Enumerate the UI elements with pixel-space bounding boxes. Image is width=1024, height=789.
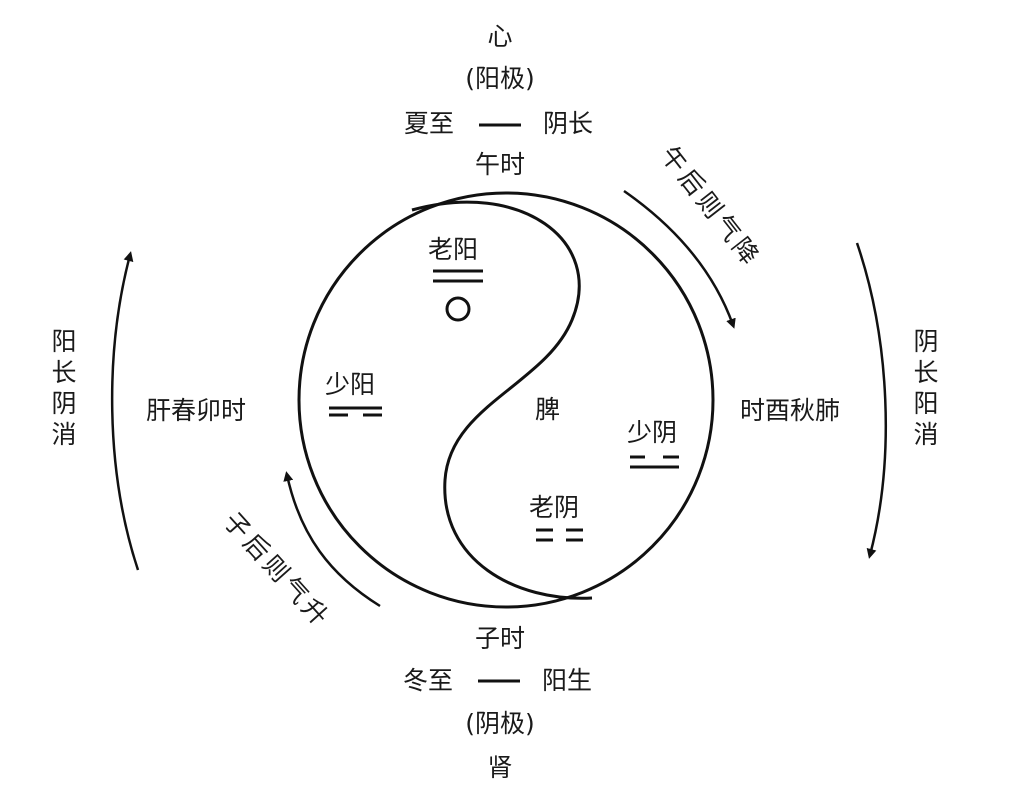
- yin-pole-label: (阴极): [465, 709, 535, 738]
- spleen-label: 脾: [535, 395, 561, 424]
- arrow-right-down: [855, 242, 887, 559]
- old-yang-label: 老阳: [428, 235, 479, 264]
- old-yang-trigram: [433, 269, 483, 283]
- young-yang-label: 少阳: [325, 370, 376, 399]
- kidney-label: 肾: [487, 753, 513, 782]
- s-curve-divider: [411, 200, 593, 600]
- yin-grows-label: 阴长: [543, 109, 594, 138]
- taiji-circle: [297, 191, 715, 609]
- heart-label: 心: [487, 22, 513, 51]
- young-yin-trigram: [630, 455, 679, 469]
- arrow-descend: [623, 189, 736, 329]
- right-cycle-label: 阴长阳消: [910, 328, 939, 452]
- arrow-left-up: [110, 251, 140, 571]
- old-yin-label: 老阴: [529, 493, 580, 522]
- lung-autumn-label: 时酉秋肺: [740, 396, 841, 425]
- yang-dot-icon: [445, 296, 471, 322]
- winter-solstice-label: 冬至: [403, 666, 454, 695]
- liver-spring-label: 肝春卯时: [146, 396, 247, 425]
- old-yin-trigram: [536, 528, 583, 542]
- yang-pole-label: (阳极): [465, 64, 535, 93]
- left-cycle-label: 阳长阴消: [48, 328, 77, 452]
- arrow-ascend: [283, 471, 381, 608]
- young-yin-label: 少阴: [627, 418, 678, 447]
- young-yang-trigram: [329, 406, 382, 417]
- yang-born-label: 阳生: [542, 666, 593, 695]
- zi-hour-label: 子时: [474, 624, 526, 653]
- wu-hour-label: 午时: [474, 150, 526, 179]
- summer-solstice-label: 夏至: [404, 109, 455, 138]
